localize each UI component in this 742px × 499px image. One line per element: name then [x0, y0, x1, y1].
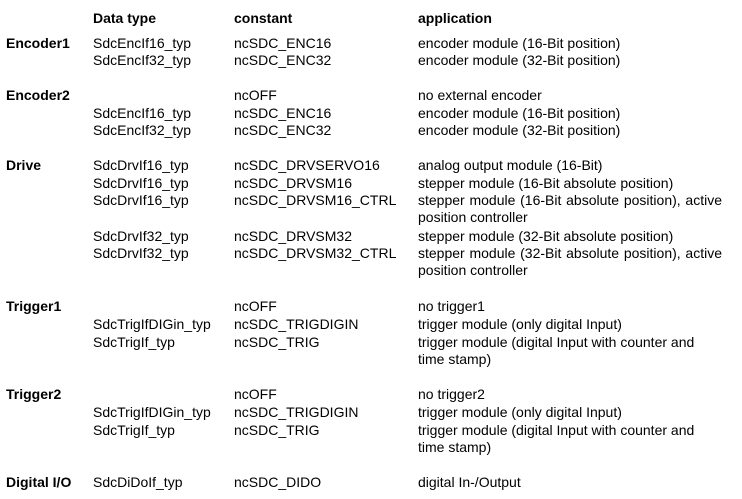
row-application: encoder module (16-Bit position): [418, 105, 621, 121]
row-application: analog output module (16-Bit): [418, 157, 603, 173]
row-constant: ncSDC_TRIG: [234, 334, 320, 350]
row-application: encoder module (32-Bit position): [418, 52, 621, 68]
header-application: application: [418, 10, 492, 26]
row-data-type: SdcEncIf32_typ: [93, 122, 192, 138]
row-application: encoder module (16-Bit position): [418, 35, 621, 51]
row-data-type: SdcDrvIf32_typ: [93, 228, 189, 244]
row-application: no trigger2: [418, 386, 485, 402]
row-constant: ncSDC_TRIGDIGIN: [234, 316, 359, 332]
row-application: no external encoder: [418, 87, 542, 103]
row-data-type: SdcDrvIf32_typ: [93, 245, 189, 261]
section-label-trigger1: Trigger1: [6, 298, 62, 314]
row-application: trigger module (digital Input with count…: [418, 422, 695, 455]
row-constant: ncSDC_TRIGDIGIN: [234, 404, 359, 420]
row-data-type: SdcDrvIf16_typ: [93, 175, 189, 191]
row-constant: ncSDC_DRVSM32_CTRL: [234, 245, 397, 261]
row-data-type: SdcDrvIf16_typ: [93, 192, 189, 208]
row-application: stepper module (32-Bit absolute position…: [418, 245, 722, 278]
header-data-type: Data type: [93, 10, 157, 26]
row-constant: ncSDC_ENC16: [234, 35, 332, 51]
row-data-type: SdcEncIf16_typ: [93, 35, 192, 51]
row-application: stepper module (16-Bit absolute position…: [418, 192, 722, 225]
section-label-trigger2: Trigger2: [6, 386, 62, 402]
row-application: trigger module (only digital Input): [418, 404, 622, 420]
row-data-type: SdcDiDoIf_typ: [93, 474, 183, 490]
row-application: encoder module (32-Bit position): [418, 122, 621, 138]
row-constant: ncOFF: [234, 87, 277, 103]
row-constant: ncSDC_TRIG: [234, 422, 320, 438]
row-data-type: SdcTrigIfDIGin_typ: [93, 404, 211, 420]
row-application: stepper module (32-Bit absolute position…: [418, 228, 674, 244]
row-application: stepper module (16-Bit absolute position…: [418, 175, 674, 191]
section-label-drive: Drive: [6, 157, 42, 173]
row-constant: ncOFF: [234, 298, 277, 314]
row-constant: ncSDC_DRVSERVO16: [234, 157, 380, 173]
row-data-type: SdcTrigIf_typ: [93, 422, 175, 438]
row-constant: ncSDC_ENC16: [234, 105, 332, 121]
row-application: trigger module (only digital Input): [418, 316, 622, 332]
row-data-type: SdcTrigIf_typ: [93, 334, 175, 350]
row-data-type: SdcDrvIf16_typ: [93, 157, 189, 173]
section-label-encoder2: Encoder2: [6, 87, 70, 103]
row-constant: ncOFF: [234, 386, 277, 402]
row-data-type: SdcEncIf32_typ: [93, 52, 192, 68]
header-constant: constant: [234, 10, 293, 26]
row-application: digital In-/Output: [418, 474, 521, 490]
row-application: trigger module (digital Input with count…: [418, 334, 695, 367]
row-data-type: SdcEncIf16_typ: [93, 105, 192, 121]
row-constant: ncSDC_ENC32: [234, 122, 332, 138]
row-constant: ncSDC_DRVSM16_CTRL: [234, 192, 397, 208]
row-data-type: SdcTrigIfDIGin_typ: [93, 316, 211, 332]
row-constant: ncSDC_ENC32: [234, 52, 332, 68]
row-constant: ncSDC_DIDO: [234, 474, 322, 490]
section-label-encoder1: Encoder1: [6, 35, 70, 51]
row-constant: ncSDC_DRVSM32: [234, 228, 353, 244]
section-label-digital-io: Digital I/O: [6, 474, 72, 490]
row-constant: ncSDC_DRVSM16: [234, 175, 353, 191]
row-application: no trigger1: [418, 298, 485, 314]
